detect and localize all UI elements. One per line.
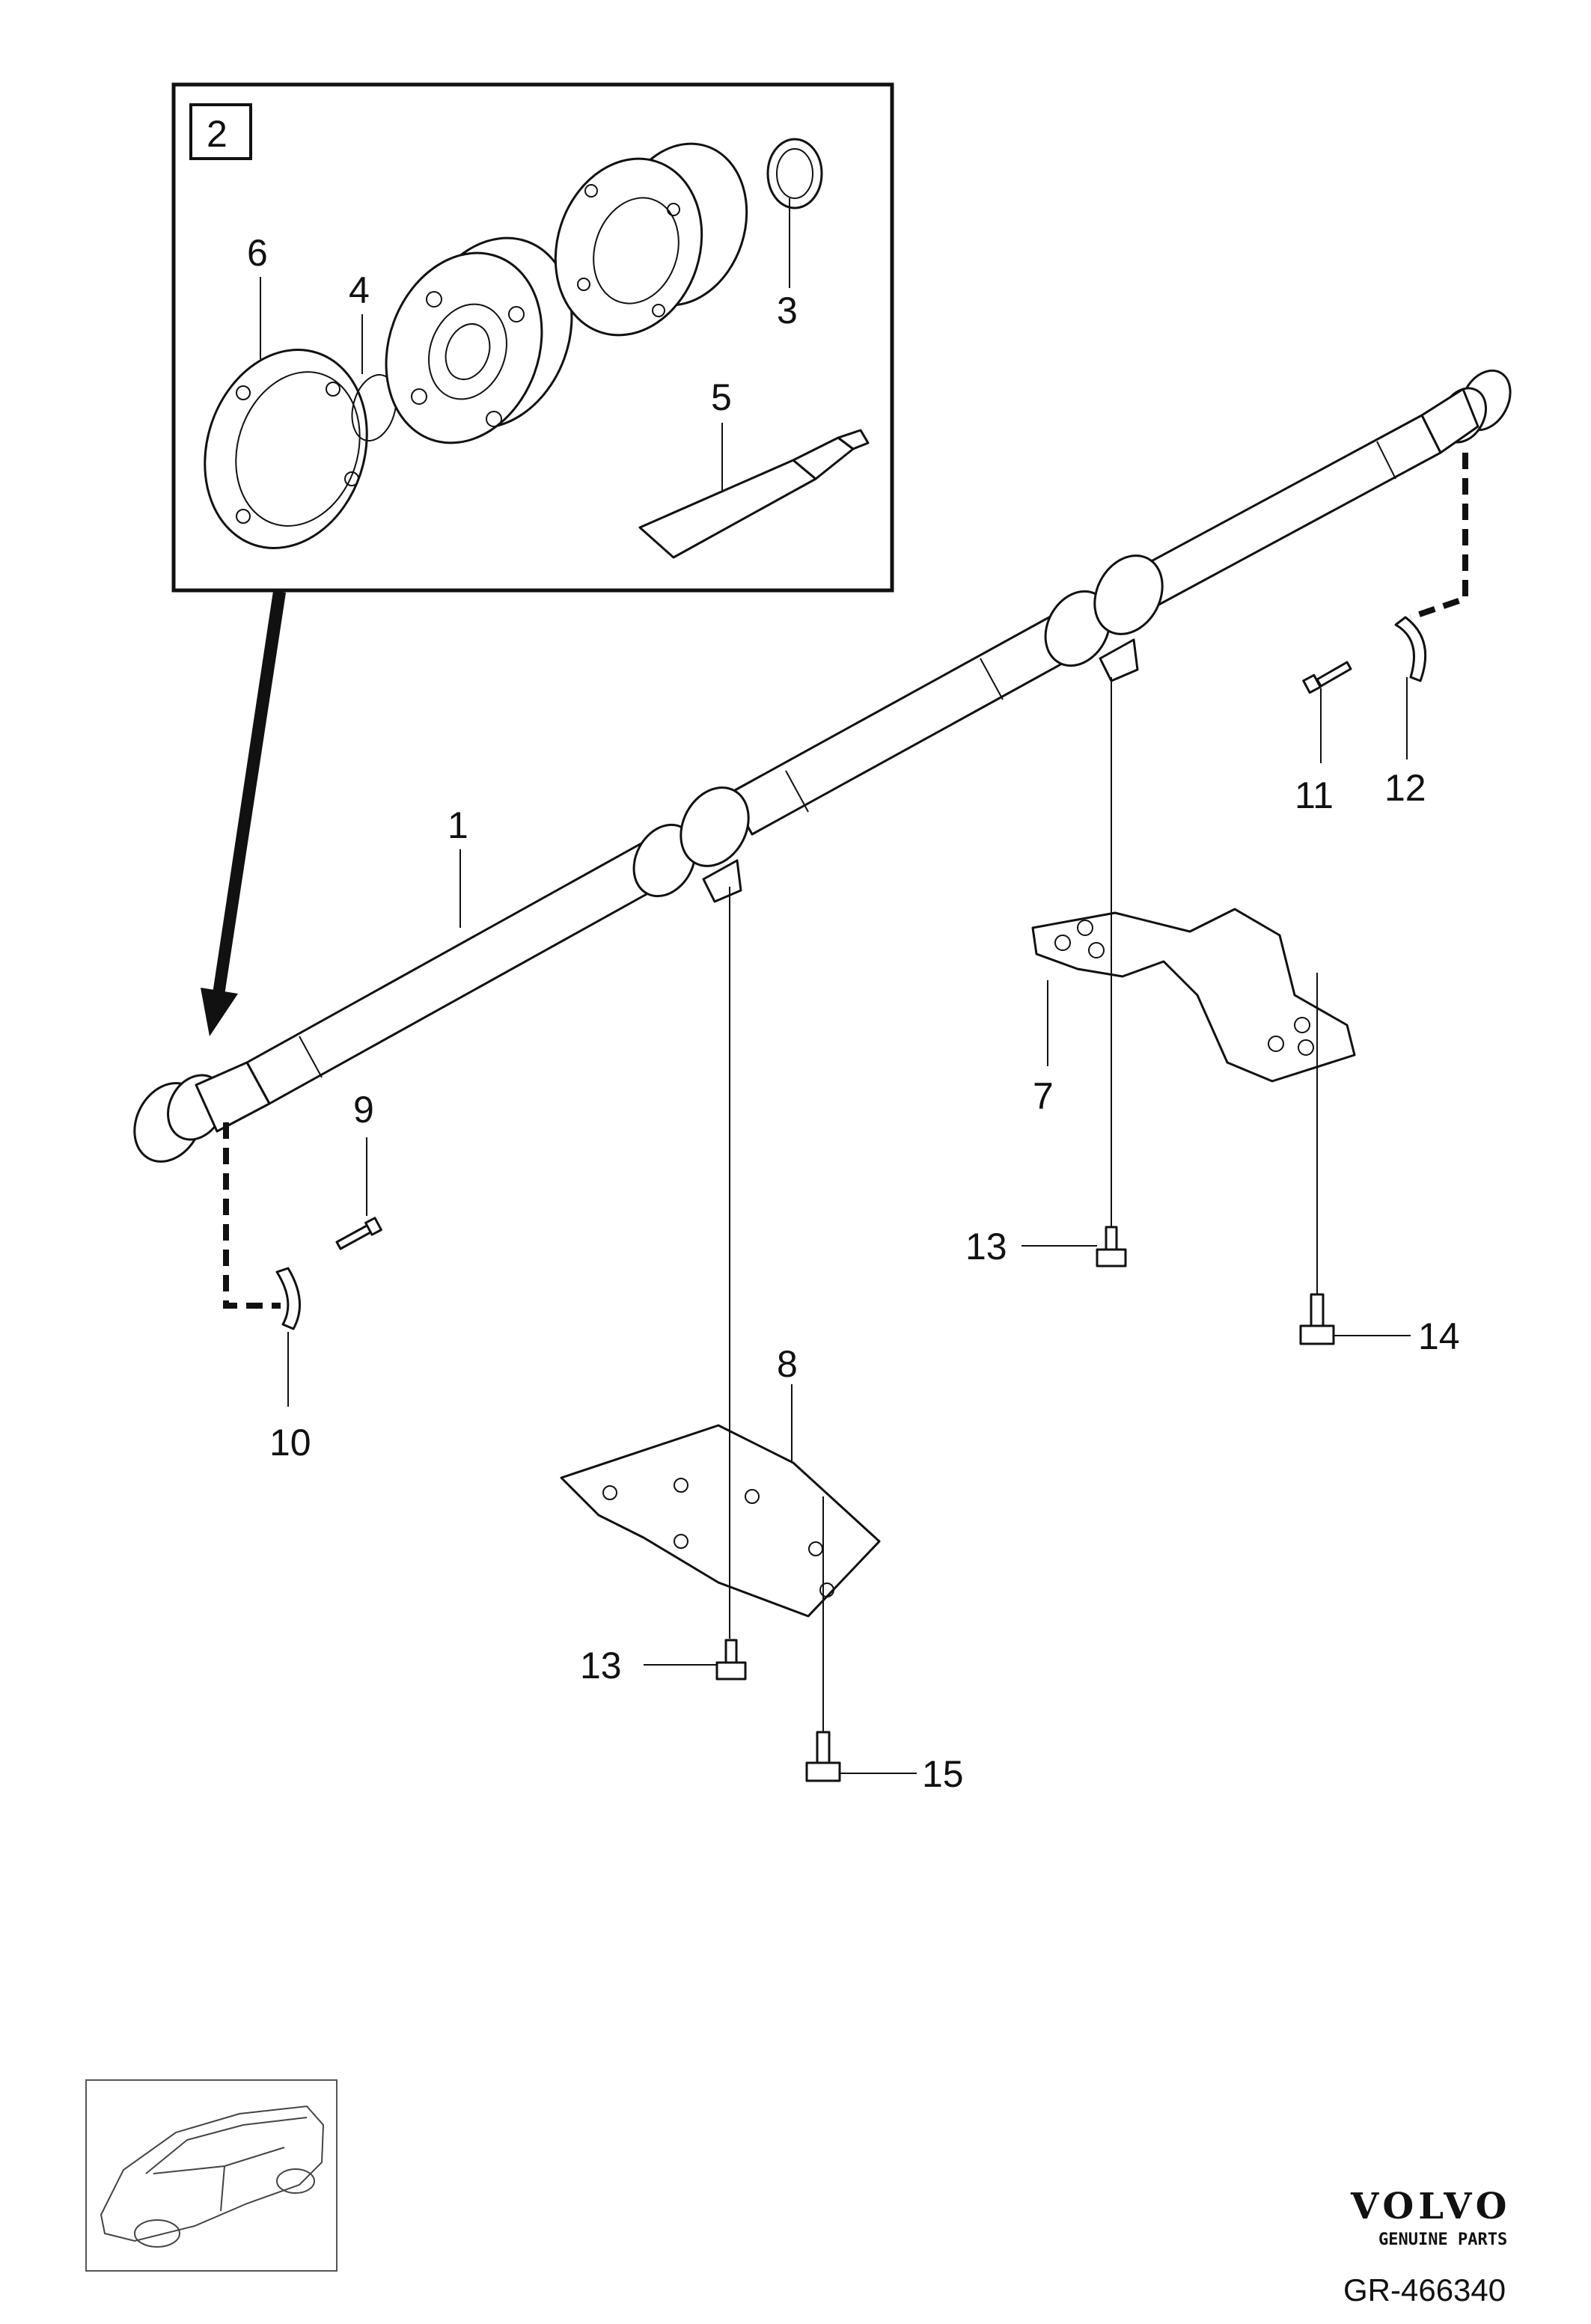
reference-dash [1409,453,1468,620]
bolt-icon [1096,1226,1127,1268]
bolt-icon [335,1217,382,1250]
bolt-icon [1302,661,1352,694]
leader-lines [287,677,1411,1774]
brand-logo: VOLVO [1350,2186,1511,2227]
brand-block: VOLVO GENUINE PARTS GR-466340 [1343,2186,1511,2308]
flange-icon [204,349,368,549]
callout-12: 12 [1384,767,1426,809]
seal-ring-icon [766,138,823,210]
reference-dash [223,1122,281,1309]
clip-icon [275,1267,301,1330]
callout-13b: 13 [580,1645,622,1687]
car-thumbnail [85,2079,338,2272]
detail-arrow-icon [201,591,286,1036]
callout-10: 10 [269,1422,311,1464]
bolt-icon [1299,1293,1335,1345]
snap-ring-icon [351,373,397,442]
drive-shaft-icon [133,369,1512,1163]
callout-labels: 2 6 4 3 5 1 9 10 11 12 7 13 14 8 13 15 [207,113,1460,1795]
callout-7: 7 [1033,1075,1054,1117]
callout-2: 2 [207,113,227,155]
inset-detail [171,82,894,593]
car-outline-icon [100,2105,325,2248]
callout-1: 1 [448,804,468,846]
bracket-icon [560,1424,881,1618]
bolt-icon [715,1639,747,1681]
grease-tube-icon [638,429,870,559]
callout-8: 8 [777,1343,798,1385]
callout-6: 6 [247,232,268,274]
callout-5: 5 [711,376,732,418]
callout-4: 4 [349,269,370,311]
clip-icon [1394,616,1427,682]
callout-13a: 13 [965,1226,1007,1268]
callout-11: 11 [1295,774,1334,816]
document-number: GR-466340 [1343,2272,1506,2308]
callout-14: 14 [1418,1315,1460,1357]
cv-joint-icon [385,236,573,444]
brand-tagline: GENUINE PARTS [1378,2230,1507,2249]
bolt-icon [805,1731,841,1782]
hub-icon [554,142,748,337]
callout-3: 3 [777,290,798,331]
bracket-icon [1031,908,1356,1083]
callout-15: 15 [922,1753,964,1795]
callout-9: 9 [353,1089,374,1131]
